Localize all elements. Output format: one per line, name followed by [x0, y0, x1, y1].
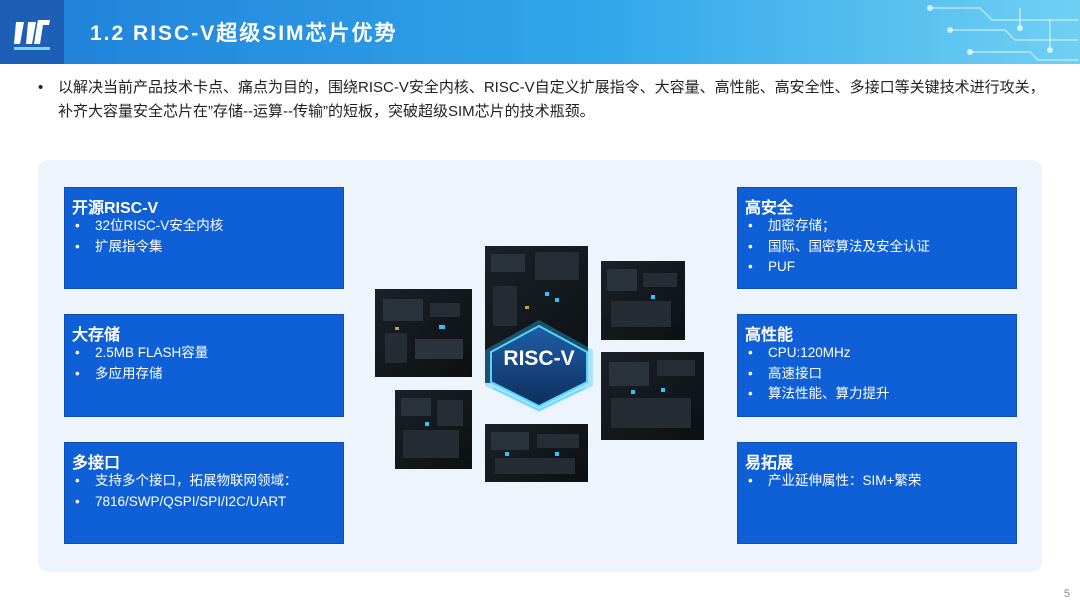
feature-box-large-storage: 大存储 2.5MB FLASH容量 多应用存储 — [64, 314, 344, 417]
feature-heading: 易拓展 — [745, 455, 794, 472]
chip-label: RISC-V — [503, 347, 575, 370]
feature-item: CPU:120MHz — [744, 343, 890, 364]
feature-item: 支持多个接口，拓展物联网领域： — [71, 471, 298, 492]
feature-item: 7816/SWP/QSPI/SPI/I2C/UART — [71, 492, 298, 513]
feature-heading: 高安全 — [745, 200, 794, 217]
feature-item: 算法性能、算力提升 — [744, 384, 890, 405]
feature-box-high-security: 高安全 加密存储； 国际、国密算法及安全认证 PUF — [737, 187, 1017, 289]
feature-item: 国际、国密算法及安全认证 — [744, 237, 930, 258]
logo-box — [0, 0, 64, 64]
feature-item: PUF — [744, 257, 930, 278]
feature-list: 产业延伸属性：SIM+繁荣 — [744, 471, 921, 492]
feature-heading: 高性能 — [745, 327, 794, 344]
slide-header: 1.2 RISC-V超级SIM芯片优势 — [0, 0, 1080, 64]
chip-mosaic: RISC-V — [375, 246, 705, 486]
feature-heading: 大存储 — [72, 327, 121, 344]
feature-list: 2.5MB FLASH容量 多应用存储 — [71, 343, 208, 384]
circuit-decoration — [927, 5, 1078, 61]
risc-v-chip-icon — [485, 320, 593, 412]
intro-paragraph: • 以解决当前产品技术卡点、痛点为目的，围绕RISC-V安全内核、RISC-V自… — [38, 76, 1048, 124]
feature-list: CPU:120MHz 高速接口 算法性能、算力提升 — [744, 343, 890, 405]
feature-list: 32位RISC-V安全内核 扩展指令集 — [71, 216, 223, 257]
feature-item: 高速接口 — [744, 364, 890, 385]
feature-item: 32位RISC-V安全内核 — [71, 216, 223, 237]
intro-bullet: • — [38, 79, 44, 96]
circuit-tile — [601, 261, 685, 340]
feature-item: 多应用存储 — [71, 364, 208, 385]
feature-item: 加密存储； — [744, 216, 930, 237]
circuit-tile — [485, 246, 588, 383]
feature-box-open-risc-v: 开源RISC-V 32位RISC-V安全内核 扩展指令集 — [64, 187, 344, 289]
circuit-tile — [395, 390, 472, 469]
circuit-tile — [375, 289, 472, 377]
feature-item: 2.5MB FLASH容量 — [71, 343, 208, 364]
feature-list: 加密存储； 国际、国密算法及安全认证 PUF — [744, 216, 930, 278]
feature-heading: 多接口 — [72, 455, 121, 472]
circuit-tile — [485, 424, 588, 482]
ut-logo-icon — [14, 20, 50, 50]
feature-item: 扩展指令集 — [71, 237, 223, 258]
feature-item: 产业延伸属性：SIM+繁荣 — [744, 471, 921, 492]
feature-box-easy-expansion: 易拓展 产业延伸属性：SIM+繁荣 — [737, 442, 1017, 544]
feature-box-multi-interface: 多接口 支持多个接口，拓展物联网领域： 7816/SWP/QSPI/SPI/I2… — [64, 442, 344, 544]
intro-text: 以解决当前产品技术卡点、痛点为目的，围绕RISC-V安全内核、RISC-V自定义… — [58, 79, 1045, 120]
circuit-tile — [601, 352, 704, 440]
feature-list: 支持多个接口，拓展物联网领域： 7816/SWP/QSPI/SPI/I2C/UA… — [71, 471, 298, 512]
feature-heading: 开源RISC-V — [72, 200, 159, 217]
page-number: 5 — [1063, 588, 1070, 600]
page-title: 1.2 RISC-V超级SIM芯片优势 — [90, 22, 398, 45]
feature-box-high-performance: 高性能 CPU:120MHz 高速接口 算法性能、算力提升 — [737, 314, 1017, 417]
